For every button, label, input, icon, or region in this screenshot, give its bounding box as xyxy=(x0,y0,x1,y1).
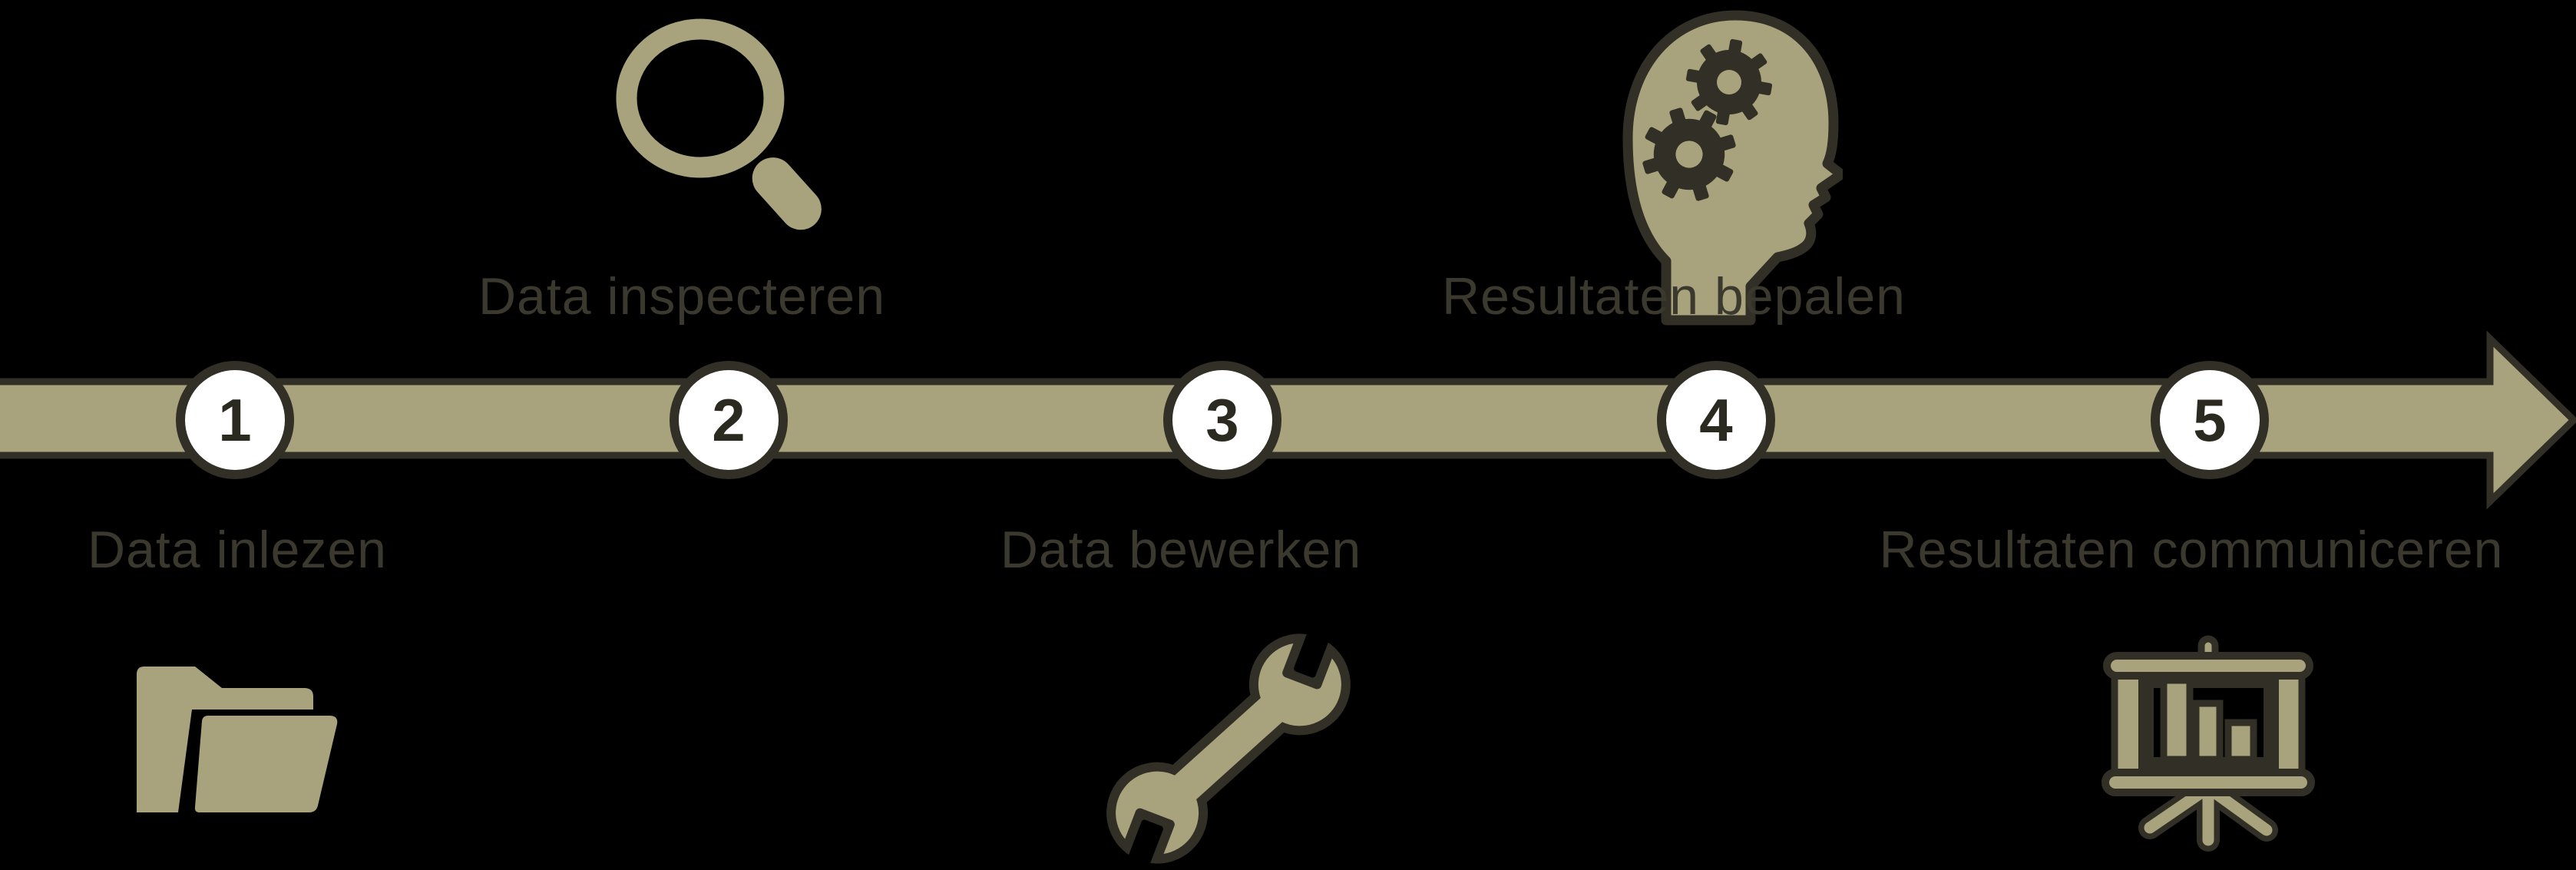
step-circle-2: 2 xyxy=(670,361,788,479)
step-number-3: 3 xyxy=(1205,386,1239,454)
step-label-data-inlezen: Data inlezen xyxy=(87,521,388,579)
step-circle-3: 3 xyxy=(1163,361,1281,479)
open-folder-icon xyxy=(137,667,338,812)
step-label-resultaten-bepalen: Resultaten bepalen xyxy=(1441,267,1906,326)
step-circle-5: 5 xyxy=(2151,361,2269,479)
step-number-2: 2 xyxy=(712,386,746,454)
step-circle-4: 4 xyxy=(1657,361,1775,479)
step-number-4: 4 xyxy=(1699,386,1733,454)
magnifying-glass-icon xyxy=(616,18,822,230)
step-label-data-inspecteren: Data inspecteren xyxy=(478,267,886,326)
step-number-5: 5 xyxy=(2193,386,2227,454)
step-label-data-bewerken: Data bewerken xyxy=(1000,521,1362,579)
step-circle-1: 1 xyxy=(176,361,294,479)
presentation-chart-icon xyxy=(2101,635,2315,852)
step-label-resultaten-communiceren: Resultaten communiceren xyxy=(1879,521,2504,579)
wrench-icon xyxy=(1106,633,1351,864)
step-number-1: 1 xyxy=(218,386,252,454)
head-with-gears-icon xyxy=(1622,10,1843,326)
